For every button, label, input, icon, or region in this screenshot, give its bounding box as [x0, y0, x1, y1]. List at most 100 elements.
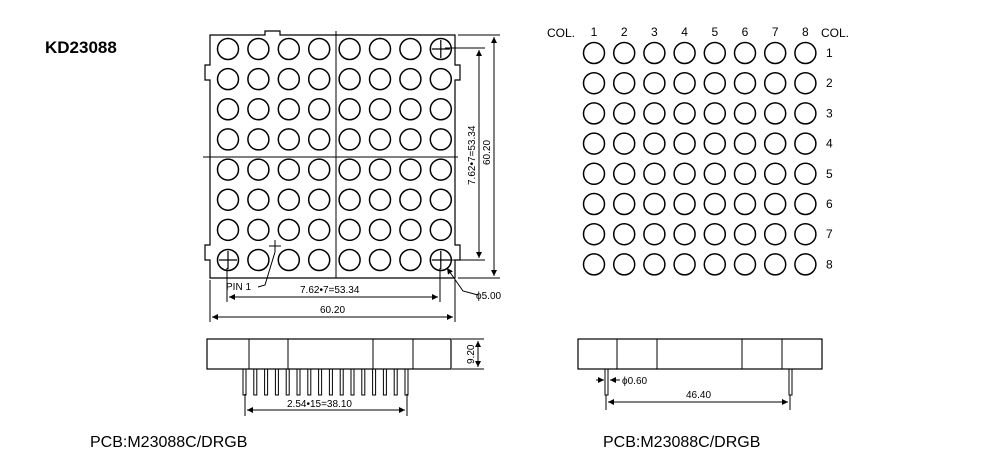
row-number: 3 — [826, 106, 833, 120]
front-led — [277, 218, 301, 242]
thickness-dimension — [452, 338, 484, 370]
schematic-led — [733, 102, 757, 125]
front-led — [368, 67, 392, 91]
front-led — [277, 248, 301, 272]
schematic-led — [794, 253, 817, 276]
front-led — [429, 218, 453, 242]
schematic-led — [582, 162, 606, 186]
pin1-label: PIN 1 — [226, 282, 251, 293]
front-led — [307, 37, 331, 61]
schematic-led — [643, 192, 666, 216]
schematic-led — [673, 192, 696, 216]
row-number: 6 — [826, 197, 833, 211]
schematic-led — [703, 222, 727, 246]
schematic-led — [673, 41, 696, 65]
pin — [350, 368, 355, 396]
front-led — [216, 67, 240, 91]
pin — [307, 368, 312, 396]
pin-span-right-dimension — [605, 395, 791, 410]
schematic-led — [582, 71, 606, 95]
column-number: 8 — [802, 25, 809, 39]
schematic-led — [612, 222, 636, 246]
schematic-led — [763, 132, 787, 155]
front-led — [338, 158, 361, 181]
side-pins-left — [242, 368, 409, 396]
schematic-led — [582, 41, 606, 65]
front-led — [429, 158, 453, 181]
schematic-led — [733, 222, 757, 246]
schematic-led — [673, 102, 696, 125]
front-led — [307, 158, 331, 181]
front-led — [277, 98, 301, 121]
schematic-led — [703, 102, 727, 125]
front-led — [307, 128, 331, 151]
front-led — [429, 98, 453, 121]
schematic-led — [582, 102, 606, 125]
pin — [339, 368, 344, 396]
front-led — [368, 188, 392, 211]
front-led — [429, 37, 453, 61]
front-led — [216, 98, 240, 121]
column-number: 6 — [742, 25, 749, 39]
schematic-led — [794, 71, 817, 95]
schematic-led — [703, 132, 727, 155]
pin — [361, 368, 366, 396]
front-led — [216, 188, 240, 211]
schematic-led — [673, 222, 696, 246]
column-number: 1 — [591, 25, 598, 39]
pcb-label-left: PCB:M23088C/DRGB — [90, 434, 248, 451]
column-number: 4 — [681, 25, 688, 39]
schematic-led — [643, 162, 666, 186]
schematic-led — [582, 192, 606, 216]
front-led — [277, 128, 301, 151]
front-led — [277, 188, 301, 211]
front-led — [216, 37, 240, 61]
schematic-led — [582, 222, 606, 246]
front-led — [277, 158, 301, 181]
front-led — [247, 37, 270, 61]
pin — [404, 368, 409, 396]
pin — [274, 368, 279, 396]
front-led — [368, 37, 392, 61]
schematic-led-grid — [582, 41, 817, 276]
schematic-led — [763, 162, 787, 186]
pitch-v-dimension — [445, 47, 485, 261]
pcb-label-right: PCB:M23088C/DRGB — [603, 434, 761, 451]
front-led — [368, 158, 392, 181]
schematic-led — [763, 41, 787, 65]
pin — [372, 368, 377, 396]
front-led — [399, 98, 422, 121]
front-led — [216, 158, 240, 181]
front-led — [277, 67, 301, 91]
front-led — [338, 188, 361, 211]
front-led — [247, 158, 270, 181]
pin — [242, 368, 247, 396]
front-led — [429, 188, 453, 211]
schematic-led — [794, 162, 817, 186]
schematic-led — [582, 253, 606, 276]
schematic-led — [733, 71, 757, 95]
column-number: 3 — [651, 25, 658, 39]
width-dimension — [209, 280, 456, 322]
schematic-led — [673, 162, 696, 186]
schematic-led — [643, 222, 666, 246]
schematic-led — [643, 41, 666, 65]
front-led — [216, 218, 240, 242]
schematic-led — [763, 253, 787, 276]
pin-span-left-dimension — [244, 394, 408, 416]
schematic-led — [733, 162, 757, 186]
schematic-led — [763, 71, 787, 95]
schematic-led — [643, 253, 666, 276]
front-led-grid — [216, 37, 453, 272]
pin — [382, 368, 387, 396]
row-number: 4 — [826, 137, 833, 151]
pitch-h-label: 7.62•7=53.34 — [300, 285, 360, 296]
schematic-led — [643, 71, 666, 95]
front-led — [368, 128, 392, 151]
pin-diameter-label: ϕ0.60 — [622, 376, 648, 387]
row-number: 8 — [826, 257, 833, 271]
pitch-v-label: 7.62•7=53.34 — [467, 125, 478, 185]
front-led — [247, 248, 270, 272]
pin1-marker — [257, 240, 281, 288]
